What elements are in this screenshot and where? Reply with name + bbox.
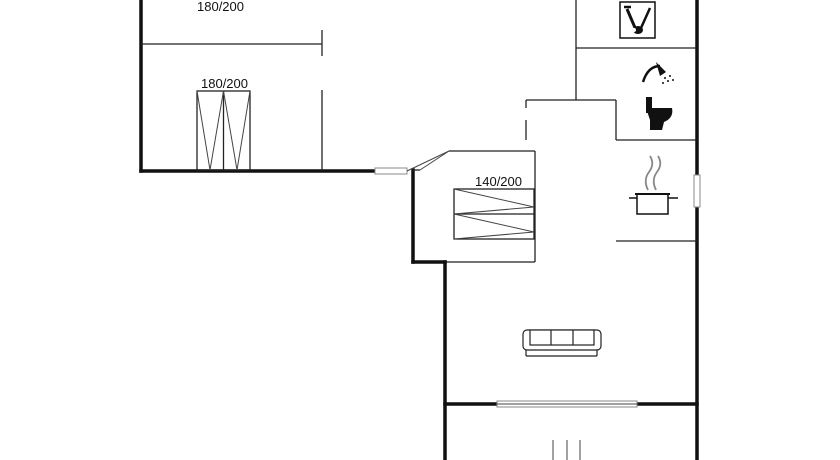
bed-140-double: 140/200 (453, 174, 535, 240)
doors (406, 150, 450, 172)
bed-180-double: 180/200 (196, 76, 251, 171)
toilet-icon (646, 97, 673, 130)
kitchen-icon (629, 155, 678, 215)
bottom-fixture (552, 440, 581, 460)
sofa-icon (522, 329, 602, 357)
walls (139, 0, 699, 460)
bed-size-label: 180/200 (201, 76, 248, 91)
utility-room-icon (619, 1, 656, 39)
shower-icon (641, 62, 674, 84)
bed-180-top: 180/200 (197, 0, 244, 14)
bed-size-label: 180/200 (197, 0, 244, 14)
bed-size-label: 140/200 (475, 174, 522, 189)
windows (374, 167, 701, 408)
